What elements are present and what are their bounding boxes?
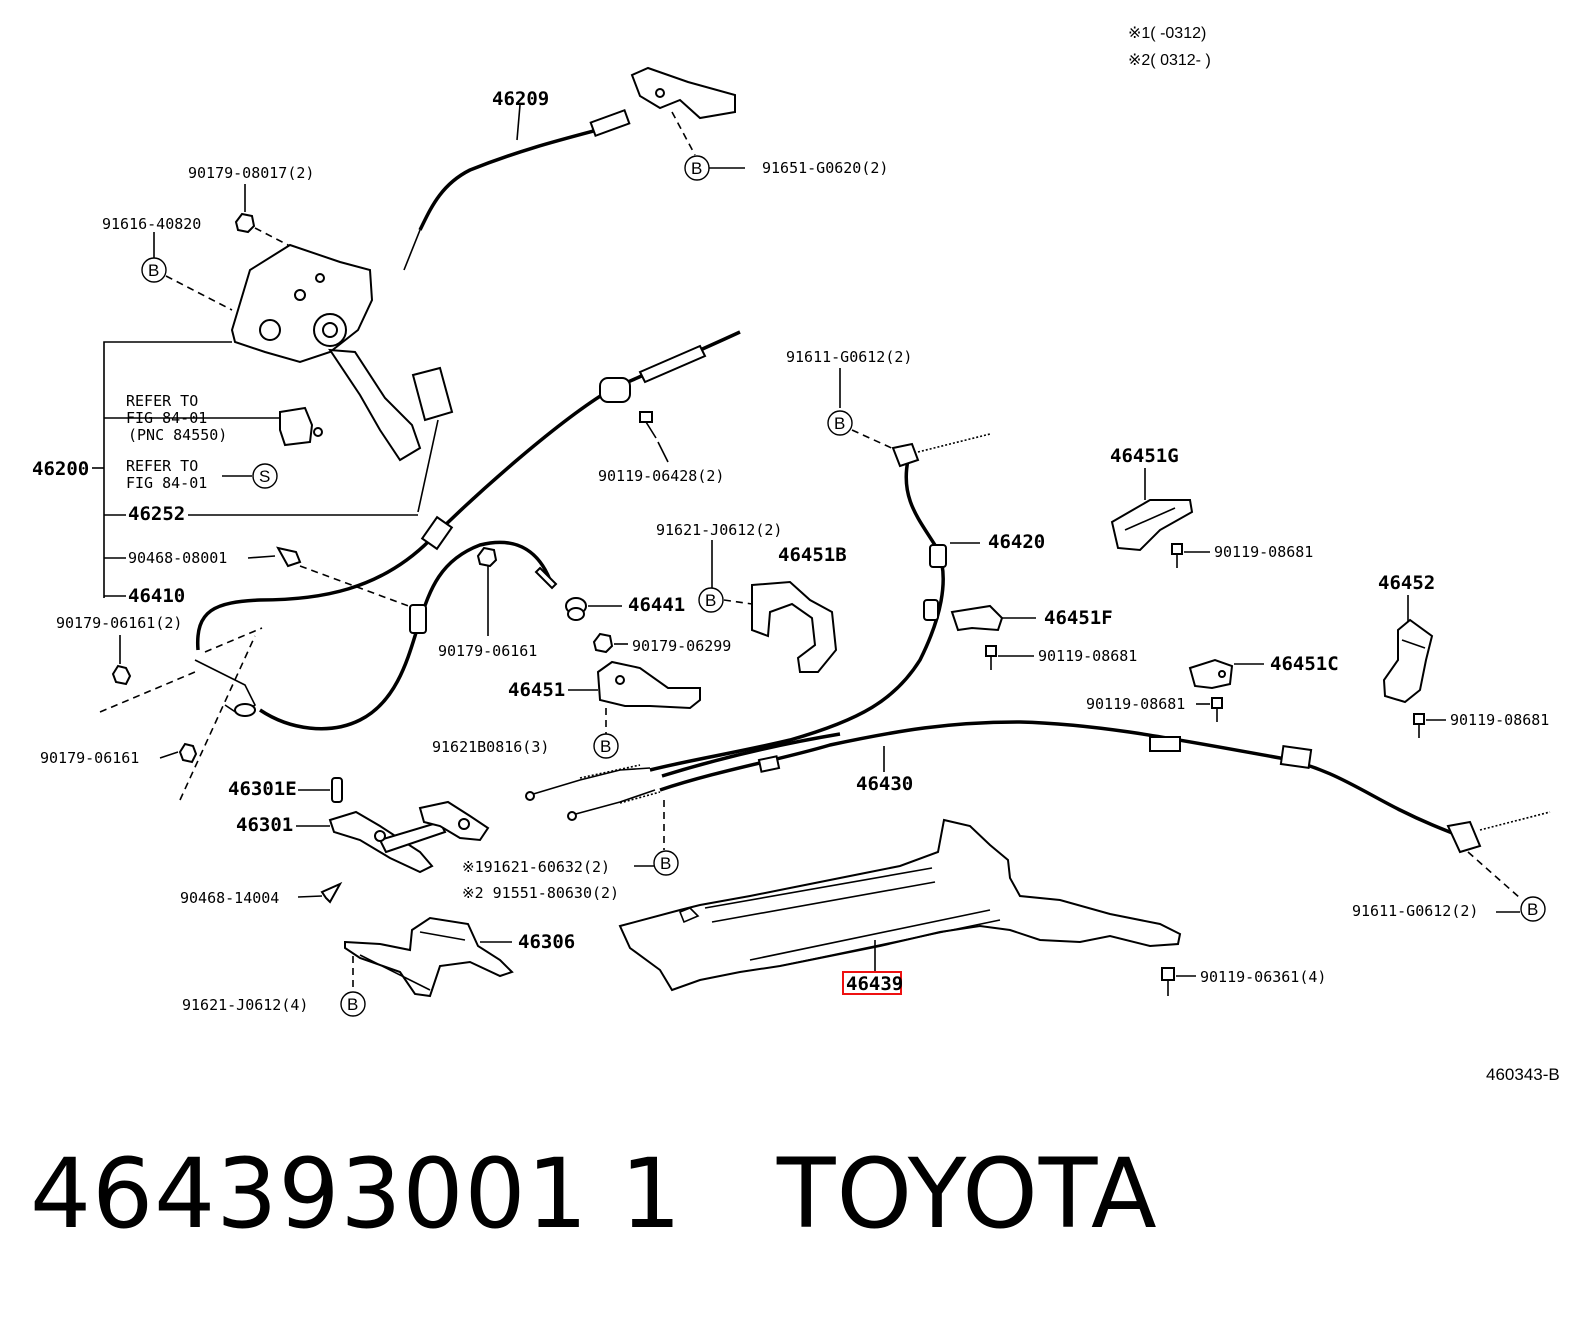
clip[interactable] — [276, 546, 302, 568]
label-90119-08681-d: 90119-08681 — [1450, 711, 1549, 729]
parking-brake-pedal[interactable] — [230, 243, 454, 462]
bracket-46451F[interactable] — [950, 604, 1004, 632]
nut[interactable] — [234, 212, 256, 234]
label-46439: 46439 — [846, 973, 903, 995]
bracket-46451B[interactable] — [751, 580, 838, 673]
refer-to-2b: FIG 84-01 — [126, 474, 207, 492]
label-46306: 46306 — [518, 931, 575, 953]
bracket-46451C[interactable] — [1188, 658, 1234, 690]
label-90468-14004: 90468-14004 — [180, 889, 279, 907]
b-symbol: B — [827, 410, 853, 436]
label-46451B: 46451B — [778, 544, 847, 566]
label-46451F: 46451F — [1044, 607, 1113, 629]
label-90179-06299: 90179-06299 — [632, 637, 731, 655]
label-90179-06161-2: 90179-06161(2) — [56, 614, 182, 632]
refer-to-1a: REFER TO — [126, 392, 198, 410]
equalizer-46301[interactable] — [328, 800, 490, 874]
label-90179-06161-b: 90179-06161 — [438, 642, 537, 660]
label-46441: 46441 — [628, 594, 685, 616]
grommet-46441[interactable] — [565, 597, 587, 621]
cable-46420[interactable] — [649, 433, 991, 772]
b-symbol: B — [593, 733, 619, 759]
bracket-46306[interactable] — [344, 916, 514, 998]
s-symbol: S — [252, 463, 278, 489]
label-46451C: 46451C — [1270, 653, 1339, 675]
svg-text:B: B — [1527, 900, 1538, 919]
cable-46430[interactable] — [525, 720, 1551, 854]
label-91621-60632: ※191621-60632(2) — [462, 858, 610, 876]
label-90119-06361: 90119-06361(4) — [1200, 968, 1326, 986]
nut[interactable] — [476, 546, 498, 568]
b-symbol: B — [1520, 896, 1546, 922]
highlight-box — [842, 971, 902, 995]
part-number-caption: 464393001 1 TOYOTA — [30, 1138, 1158, 1250]
bolt[interactable] — [1171, 543, 1183, 568]
refer-to-1c: (PNC 84550) — [128, 426, 227, 444]
refer-to-2a: REFER TO — [126, 457, 198, 475]
label-46430: 46430 — [856, 773, 913, 795]
label-90179-06161-c: 90179-06161 — [40, 749, 139, 767]
label-91651-G0620: 91651-G0620(2) — [762, 159, 888, 177]
bracket-46451G[interactable] — [1110, 499, 1194, 552]
label-46301E: 46301E — [228, 778, 297, 800]
bolt[interactable] — [639, 411, 657, 439]
b-symbol: B — [698, 587, 724, 613]
svg-text:B: B — [600, 737, 611, 756]
label-90119-08681-b: 90119-08681 — [1038, 647, 1137, 665]
label-90119-08681-c: 90119-08681 — [1086, 695, 1185, 713]
label-91621B0816: 91621B0816(3) — [432, 738, 549, 756]
label-46252: 46252 — [128, 503, 185, 525]
bracket-46452[interactable] — [1382, 618, 1434, 704]
label-91621-J0612-4: 91621-J0612(4) — [182, 996, 308, 1014]
svg-text:B: B — [660, 854, 671, 873]
svg-text:B: B — [691, 159, 702, 178]
svg-text:B: B — [148, 261, 159, 280]
clip[interactable] — [320, 881, 343, 904]
label-91611-G0612-top: 91611-G0612(2) — [786, 348, 912, 366]
label-46451G: 46451G — [1110, 445, 1179, 467]
label-46420: 46420 — [988, 531, 1045, 553]
label-46451: 46451 — [508, 679, 565, 701]
svg-text:B: B — [705, 591, 716, 610]
svg-text:B: B — [834, 414, 845, 433]
note-1: ※1( -0312) — [1128, 25, 1206, 42]
label-91616-40820: 91616-40820 — [102, 215, 201, 233]
bolt[interactable] — [1211, 697, 1223, 722]
note-2: ※2( 0312- ) — [1128, 52, 1211, 69]
b-symbol: B — [653, 850, 679, 876]
pin-46301E[interactable] — [331, 777, 343, 803]
nut[interactable] — [111, 664, 132, 686]
b-symbol: B — [141, 257, 167, 283]
bolt[interactable] — [1161, 967, 1175, 996]
label-46200: 46200 — [32, 458, 89, 480]
cable-46410-branch[interactable] — [194, 540, 558, 731]
cable-46209[interactable] — [403, 66, 736, 271]
nut[interactable] — [178, 742, 198, 764]
bolt[interactable] — [985, 645, 997, 670]
heat-insulator-46439[interactable] — [618, 818, 1182, 992]
nut[interactable] — [592, 632, 614, 654]
svg-text:B: B — [347, 995, 358, 1014]
bracket-46451[interactable] — [596, 660, 701, 710]
label-90119-08681-a: 90119-08681 — [1214, 543, 1313, 561]
svg-text:S: S — [259, 467, 270, 486]
label-91621-J0612-2: 91621-J0612(2) — [656, 521, 782, 539]
label-90119-06428: 90119-06428(2) — [598, 467, 724, 485]
label-90179-08017: 90179-08017(2) — [188, 164, 314, 182]
label-46209: 46209 — [492, 88, 549, 110]
label-91611-G0612-bottom: 91611-G0612(2) — [1352, 902, 1478, 920]
label-91551-80630: ※2 91551-80630(2) — [462, 884, 619, 902]
bolt[interactable] — [1413, 713, 1425, 738]
b-symbol: B — [340, 991, 366, 1017]
label-46301: 46301 — [236, 814, 293, 836]
cable-46410[interactable] — [196, 330, 741, 651]
label-90468-08001: 90468-08001 — [128, 549, 227, 567]
switch-part[interactable] — [279, 406, 323, 447]
b-symbol: B — [684, 155, 710, 181]
label-46410: 46410 — [128, 585, 185, 607]
label-46452: 46452 — [1378, 572, 1435, 594]
figure-code: 460343-B — [1486, 1065, 1560, 1084]
